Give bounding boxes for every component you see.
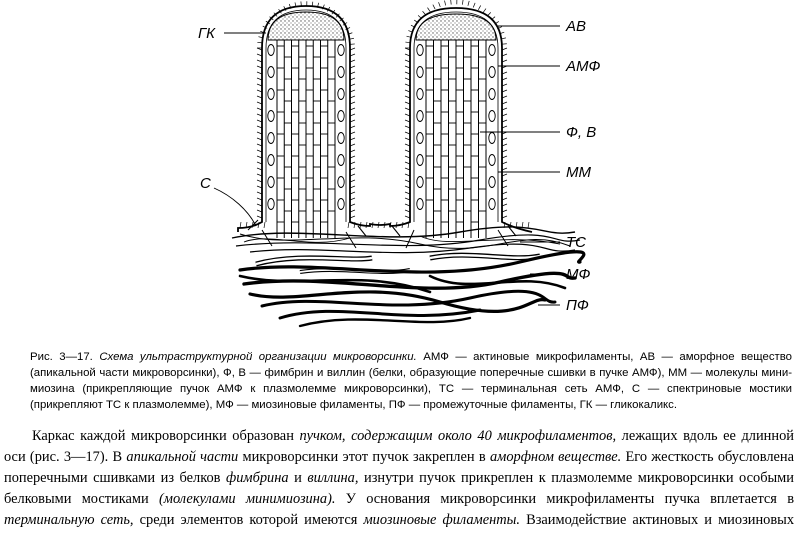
minimyosin-oval: [488, 132, 496, 144]
minimyosin-oval: [267, 44, 275, 56]
minimyosin-oval: [267, 66, 275, 78]
glycocalyx-hair: [444, 0, 446, 6]
crosslinks-left: [277, 45, 335, 223]
myosin-filaments: [255, 252, 541, 274]
minimyosin-oval: [488, 154, 496, 166]
glycocalyx-hair: [482, 8, 487, 13]
label-av: АВ: [565, 18, 586, 35]
plasma-membrane-outline: [237, 5, 533, 233]
label-mm: ММ: [566, 164, 591, 181]
figure-caption: Рис. 3—17. Схема ультраструктурной орган…: [30, 349, 792, 413]
body-text: Его жесткость обусловлена поперечными сш…: [4, 449, 795, 486]
intermediate-filaments: [238, 250, 586, 328]
body-paragraph: Каркас каждой микроворсинки образован пу…: [4, 426, 794, 534]
leader-lines: [213, 25, 560, 306]
body-text: микроворсинки этот пучок закреплен в: [238, 449, 490, 465]
minimyosin-oval: [488, 66, 496, 78]
glycocalyx-hair: [427, 7, 431, 12]
label-mf: МФ: [566, 266, 590, 283]
minimyosin-oval: [337, 110, 345, 122]
caption-title: Схема ультраструктурной организации микр…: [99, 351, 417, 363]
body-emphasis: миозиновые филаменты.: [363, 512, 520, 528]
minimyosin-oval: [337, 176, 345, 188]
glycocalyx-hair: [472, 2, 476, 8]
glycocalyx-hair: [477, 5, 482, 10]
body-text: лежащих вдоль ее длинной оси (рис. 3—17)…: [4, 428, 794, 465]
caption-legend: АМФ — актиновые микрофиламенты, АВ — амо…: [30, 351, 793, 411]
label-ts: ТС: [566, 234, 586, 251]
actin-bundle-left: [276, 40, 336, 238]
minimyosin-molecules: [267, 44, 496, 210]
minimyosin-oval: [416, 154, 424, 166]
minimyosin-oval: [337, 66, 345, 78]
body-text: и: [288, 470, 308, 486]
minimyosin-oval: [488, 44, 496, 56]
minimyosin-oval: [416, 66, 424, 78]
glycocalyx-hair: [450, 0, 452, 5]
glycocalyx-hair: [432, 4, 436, 10]
minimyosin-oval: [416, 88, 424, 100]
label-fv: Ф, В: [566, 124, 596, 141]
body-text: среди элементов которой имеются: [133, 512, 364, 528]
terminal-web: [231, 226, 581, 254]
body-emphasis: (молекулами минимиозина).: [158, 491, 336, 507]
body-text: изнутри пучок прикреплен к плазмолемме м…: [4, 470, 794, 507]
glycocalyx-hair: [467, 0, 470, 6]
minimyosin-oval: [416, 44, 424, 56]
minimyosin-oval: [337, 132, 345, 144]
body-emphasis: виллина,: [307, 470, 359, 486]
minimyosin-oval: [416, 110, 424, 122]
body-text: Каркас каждой микроворсинки образован: [32, 428, 300, 444]
minimyosin-oval: [488, 198, 496, 210]
body-emphasis: пучком, содержащим около 40 микрофиламен…: [299, 428, 617, 444]
glycocalyx-hair: [263, 221, 266, 229]
minimyosin-oval: [267, 176, 275, 188]
minimyosin-oval: [267, 88, 275, 100]
minimyosin-oval: [337, 88, 345, 100]
label-gk: ГК: [198, 25, 216, 42]
minimyosin-oval: [267, 132, 275, 144]
body-emphasis: фимбрина: [226, 470, 289, 486]
body-emphasis: апикальной части: [126, 449, 239, 465]
minimyosin-oval: [488, 110, 496, 122]
body-emphasis: терминальную сеть,: [4, 512, 134, 528]
crosslinks-right: [426, 45, 486, 223]
glycocalyx-hair: [527, 221, 530, 229]
minimyosin-oval: [416, 176, 424, 188]
glycocalyx-hair: [438, 2, 441, 8]
amorphous-cap-left: [267, 11, 345, 41]
spectrin-bridges: [247, 219, 517, 237]
amorphous-cap-right: [415, 13, 497, 41]
minimyosin-oval: [267, 198, 275, 210]
label-amf: АМФ: [565, 58, 601, 75]
body-emphasis: аморфном веществе.: [489, 449, 622, 465]
glycocalyx-hair: [239, 221, 242, 229]
glycocalyx-hair: [462, 0, 464, 5]
minimyosin-oval: [416, 198, 424, 210]
minimyosin-oval: [267, 110, 275, 122]
actin-bundle-right: [425, 40, 487, 238]
plasma-membrane-inner: [265, 9, 499, 222]
minimyosin-oval: [337, 44, 345, 56]
minimyosin-oval: [488, 88, 496, 100]
caption-number: Рис. 3—17.: [30, 351, 93, 363]
minimyosin-oval: [337, 198, 345, 210]
label-s: С: [200, 175, 211, 192]
minimyosin-oval: [267, 154, 275, 166]
microvillus-diagram: ГК АВ АМФ Ф, В ММ С ТС МФ ПФ: [198, 0, 601, 328]
glycocalyx-hair: [347, 221, 350, 229]
minimyosin-oval: [337, 154, 345, 166]
minimyosin-oval: [416, 132, 424, 144]
body-text: У основания микроворсинки микрофиламенты…: [335, 491, 794, 507]
label-pf: ПФ: [566, 297, 589, 314]
minimyosin-oval: [488, 176, 496, 188]
